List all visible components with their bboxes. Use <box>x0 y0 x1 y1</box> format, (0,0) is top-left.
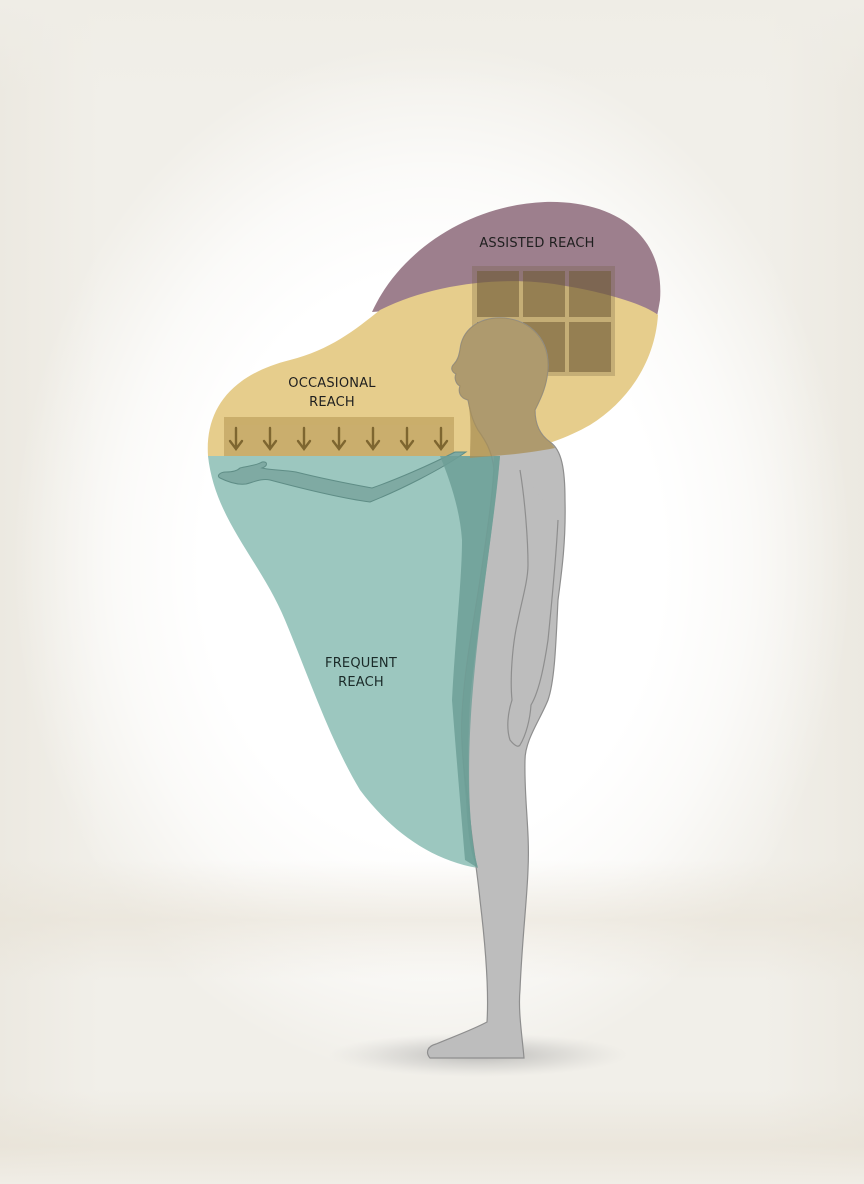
coat-hook-rail-icon <box>224 417 454 456</box>
frequent-reach-line2: REACH <box>338 675 384 690</box>
frequent-reach-zone <box>208 456 500 868</box>
background-band-top <box>0 0 864 90</box>
frequent-reach-line1: FREQUENT <box>325 656 397 671</box>
figure-arm-back <box>507 469 559 747</box>
figure-arm-extended <box>217 451 468 503</box>
human-figure <box>217 317 566 1059</box>
figure-zone-overlays <box>440 318 555 868</box>
occasional-reach-line1: OCCASIONAL <box>288 376 376 391</box>
assisted-reach-label: ASSISTED REACH <box>452 234 622 253</box>
occasional-reach-label: OCCASIONAL REACH <box>262 374 402 412</box>
background-band-floor <box>0 1090 864 1184</box>
assisted-reach-text: ASSISTED REACH <box>479 236 595 251</box>
frequent-reach-label: FREQUENT REACH <box>296 654 426 692</box>
occasional-reach-line2: REACH <box>309 395 355 410</box>
background-band-bottom <box>0 860 864 980</box>
